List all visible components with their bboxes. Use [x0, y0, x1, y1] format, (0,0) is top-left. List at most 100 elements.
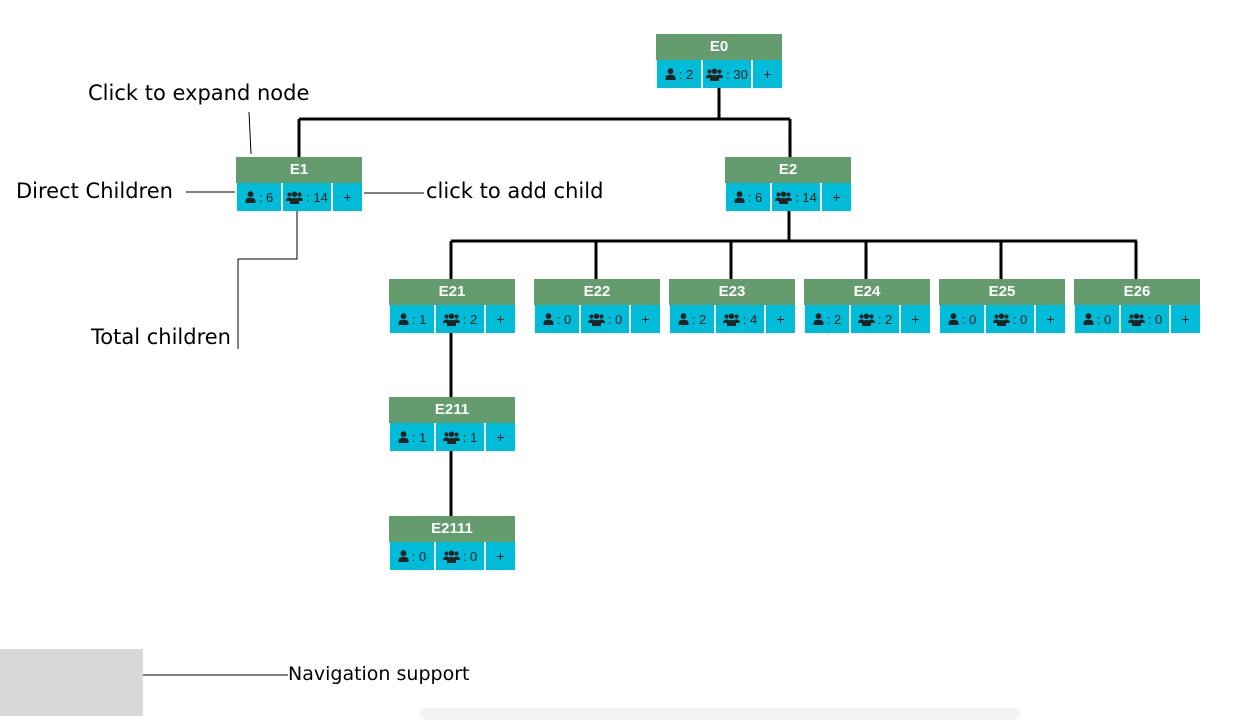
node-e26: E26 : 0 : 0 + [1074, 279, 1200, 333]
total-children-count: : 0 [1120, 305, 1170, 333]
node-e211: E211 : 1 : 1 + [389, 397, 515, 451]
direct-children-value: : 6 [258, 189, 274, 205]
total-children-count: : 2 [435, 305, 485, 333]
direct-children-value: : 0 [961, 311, 977, 327]
direct-children-count: : 2 [804, 305, 850, 333]
total-children-count: : 2 [850, 305, 900, 333]
total-children-count: : 0 [985, 305, 1035, 333]
user-icon [543, 313, 554, 325]
users-icon [992, 313, 1010, 326]
user-icon [398, 431, 409, 443]
total-children-count: : 1 [435, 423, 485, 451]
add-child-button[interactable]: + [332, 183, 362, 211]
total-children-count: : 14 [771, 183, 821, 211]
node-e25: E25 : 0 : 0 + [939, 279, 1065, 333]
node-title[interactable]: E2111 [389, 516, 515, 542]
add-child-button[interactable]: + [485, 542, 515, 570]
users-icon [442, 550, 460, 563]
total-children-value: : 2 [877, 311, 893, 327]
direct-children-count: : 1 [389, 305, 435, 333]
node-title[interactable]: E26 [1074, 279, 1200, 305]
annotation-add-child: click to add child [426, 179, 604, 203]
total-children-count: : 0 [435, 542, 485, 570]
direct-children-count: : 6 [236, 183, 282, 211]
user-icon [1083, 313, 1094, 325]
users-icon [722, 313, 740, 326]
direct-children-count: : 0 [939, 305, 985, 333]
total-children-count: : 0 [580, 305, 630, 333]
add-child-button[interactable]: + [1035, 305, 1065, 333]
node-title[interactable]: E1 [236, 157, 362, 183]
direct-children-value: : 0 [556, 311, 572, 327]
add-child-button[interactable]: + [765, 305, 795, 333]
annotation-direct-children: Direct Children [16, 179, 173, 203]
node-title[interactable]: E211 [389, 397, 515, 423]
node-e2111: E2111 : 0 : 0 + [389, 516, 515, 570]
node-e21: E21 : 1 : 2 + [389, 279, 515, 333]
user-icon [665, 68, 676, 80]
users-icon [1127, 313, 1145, 326]
node-e24: E24 : 2 : 2 + [804, 279, 930, 333]
user-icon [245, 191, 256, 203]
node-title[interactable]: E23 [669, 279, 795, 305]
direct-children-value: : 6 [747, 189, 763, 205]
direct-children-value: : 2 [678, 66, 694, 82]
users-icon [775, 191, 793, 204]
total-children-value: : 30 [726, 66, 748, 82]
node-title[interactable]: E22 [534, 279, 660, 305]
user-icon [398, 313, 409, 325]
total-children-value: : 4 [742, 311, 758, 327]
direct-children-value: : 0 [411, 548, 427, 564]
user-icon [948, 313, 959, 325]
add-child-button[interactable]: + [821, 183, 851, 211]
users-icon [442, 313, 460, 326]
add-child-button[interactable]: + [485, 305, 515, 333]
users-icon [706, 68, 724, 81]
add-child-button[interactable]: + [630, 305, 660, 333]
node-title[interactable]: E0 [656, 34, 782, 60]
add-child-button[interactable]: + [900, 305, 930, 333]
node-e22: E22 : 0 : 0 + [534, 279, 660, 333]
user-icon [678, 313, 689, 325]
user-icon [398, 550, 409, 562]
user-icon [813, 313, 824, 325]
node-title[interactable]: E25 [939, 279, 1065, 305]
direct-children-value: : 1 [411, 429, 427, 445]
add-child-button[interactable]: + [485, 423, 515, 451]
node-e1: E1 : 6 : 14 + [236, 157, 362, 211]
add-child-button[interactable]: + [1170, 305, 1200, 333]
node-e23: E23 : 2 : 4 + [669, 279, 795, 333]
total-children-value: : 0 [1012, 311, 1028, 327]
total-children-value: : 0 [1147, 311, 1163, 327]
node-e2: E2 : 6 : 14 + [725, 157, 851, 211]
direct-children-value: : 2 [691, 311, 707, 327]
bottom-panel-shadow [420, 708, 1020, 720]
direct-children-value: : 0 [1096, 311, 1112, 327]
node-title[interactable]: E24 [804, 279, 930, 305]
total-children-count: : 30 [702, 60, 752, 88]
direct-children-count: : 1 [389, 423, 435, 451]
users-icon [857, 313, 875, 326]
node-title[interactable]: E2 [725, 157, 851, 183]
total-children-value: : 0 [462, 548, 478, 564]
node-e0: E0 : 2 : 30 + [656, 34, 782, 88]
direct-children-count: : 2 [656, 60, 702, 88]
direct-children-count: : 0 [1074, 305, 1120, 333]
total-children-value: : 0 [607, 311, 623, 327]
add-child-button[interactable]: + [752, 60, 782, 88]
total-children-value: : 14 [306, 189, 328, 205]
navigation-minimap[interactable] [0, 649, 143, 716]
direct-children-count: : 6 [725, 183, 771, 211]
node-title[interactable]: E21 [389, 279, 515, 305]
users-icon [286, 191, 304, 204]
direct-children-value: : 1 [411, 311, 427, 327]
total-children-value: : 1 [462, 429, 478, 445]
user-icon [734, 191, 745, 203]
total-children-value: : 2 [462, 311, 478, 327]
direct-children-count: : 0 [389, 542, 435, 570]
direct-children-value: : 2 [826, 311, 842, 327]
annotation-navigation: Navigation support [288, 663, 470, 685]
annotation-total-children: Total children [91, 325, 231, 349]
direct-children-count: : 0 [534, 305, 580, 333]
